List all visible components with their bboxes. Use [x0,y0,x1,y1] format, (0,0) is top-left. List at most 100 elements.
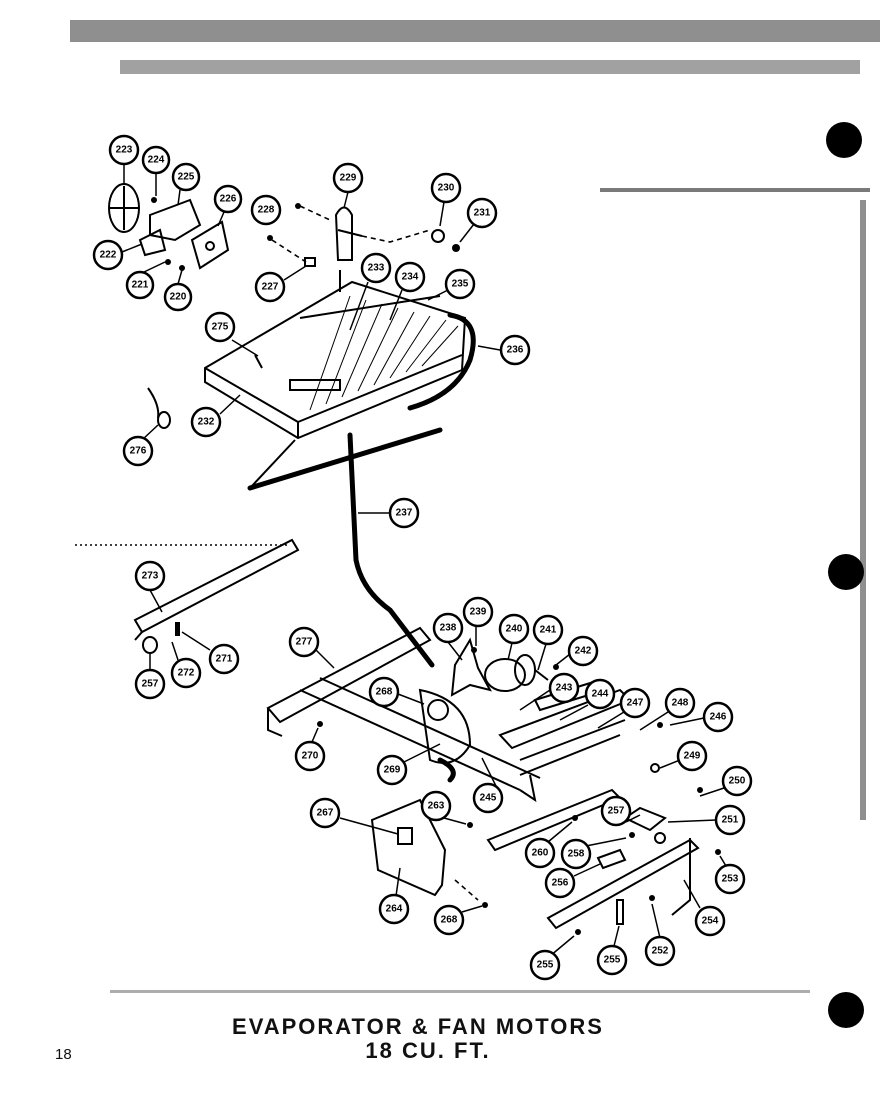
svg-text:255: 255 [604,955,621,966]
motor-bracket-part [138,198,202,257]
callout-243: 243 [519,672,580,711]
svg-text:255: 255 [537,960,554,971]
callout-245: 245 [472,757,504,814]
callout-263: 263 [420,790,467,825]
svg-text:252: 252 [652,946,669,957]
binder-hole-icon [826,122,864,1028]
drain-fitting-part [267,203,460,267]
svg-text:258: 258 [568,849,585,860]
callout-269: 269 [376,743,441,786]
callout-260: 260 [524,821,573,869]
page-number: 18 [55,1046,72,1063]
svg-text:257: 257 [142,679,159,690]
callout-246: 246 [669,701,734,733]
diagram-subtitle: 18 CU. FT. [365,1038,491,1063]
callout-240: 240 [498,613,530,661]
svg-text:248: 248 [672,698,689,709]
screws-upper-left [151,197,185,271]
callout-257a: 257 [134,654,166,700]
callout-256: 256 [544,863,601,899]
svg-text:241: 241 [540,625,557,636]
svg-text:256: 256 [552,878,569,889]
svg-text:223: 223 [116,145,133,156]
mounting-rails-lower [486,788,700,930]
fan-blade-part [108,183,140,233]
svg-text:243: 243 [556,683,573,694]
callout-255a: 255 [529,935,575,981]
svg-text:250: 250 [729,776,746,787]
callout-232: 232 [190,394,241,438]
callout-225: 225 [171,162,201,206]
svg-text:246: 246 [710,712,727,723]
svg-text:277: 277 [296,637,313,648]
callout-267: 267 [309,797,399,835]
svg-text:235: 235 [452,279,469,290]
callout-229: 229 [332,162,364,209]
svg-text:273: 273 [142,571,159,582]
callout-271: 271 [181,631,240,675]
svg-text:221: 221 [132,280,149,291]
svg-text:275: 275 [212,322,229,333]
svg-text:226: 226 [220,194,237,205]
svg-text:263: 263 [428,801,445,812]
callouts: 223 224 225 226 222 221 220 228 229 227 … [92,134,753,981]
callout-251: 251 [667,804,746,836]
fan-motor-part [450,637,549,697]
callout-235: 235 [427,268,476,301]
callout-237: 237 [358,497,420,529]
svg-text:271: 271 [216,654,233,665]
callout-275: 275 [204,311,259,357]
svg-text:268: 268 [376,687,393,698]
callout-238: 238 [432,612,464,661]
svg-text:269: 269 [384,765,401,776]
callout-249: 249 [659,740,708,772]
callout-242: 242 [555,635,599,667]
svg-text:236: 236 [507,345,524,356]
svg-text:220: 220 [170,292,187,303]
rail-part-273 [75,538,300,654]
svg-text:222: 222 [100,250,117,261]
svg-text:249: 249 [684,751,701,762]
svg-text:244: 244 [592,689,609,700]
evaporator-part [204,270,467,491]
callout-230: 230 [430,172,462,227]
shroud-part [370,798,479,901]
callout-220: 220 [163,269,193,312]
heater-wire-part [147,387,171,429]
svg-text:237: 237 [396,508,413,519]
callout-228: 228 [250,194,282,226]
svg-text:240: 240 [506,624,523,635]
svg-text:242: 242 [575,646,592,657]
svg-text:251: 251 [722,815,739,826]
svg-text:253: 253 [722,874,739,885]
callout-233: 233 [349,252,392,331]
svg-text:229: 229 [340,173,357,184]
svg-text:238: 238 [440,623,457,634]
svg-text:231: 231 [474,208,491,219]
callout-231: 231 [459,197,498,243]
svg-text:239: 239 [470,607,487,618]
svg-text:227: 227 [262,282,279,293]
diagram-title: EVAPORATOR & FAN MOTORS [232,1014,604,1039]
callout-244: 244 [559,678,616,721]
svg-text:268: 268 [441,915,458,926]
callout-254: 254 [683,879,726,937]
callout-236: 236 [477,334,531,366]
svg-text:254: 254 [702,916,719,927]
svg-text:234: 234 [402,272,419,283]
svg-text:233: 233 [368,263,385,274]
cover-plate-part [190,220,230,270]
callout-276: 276 [122,424,159,467]
callout-247: 247 [597,687,651,729]
scan-noise-top [70,20,880,820]
svg-text:270: 270 [302,751,319,762]
callout-268b: 268 [433,904,483,936]
svg-text:245: 245 [480,793,497,804]
callout-270: 270 [294,727,326,772]
callout-248: 248 [639,687,696,731]
callout-239: 239 [462,596,494,646]
callout-221: 221 [125,261,166,300]
svg-text:230: 230 [438,183,455,194]
svg-text:228: 228 [258,205,275,216]
